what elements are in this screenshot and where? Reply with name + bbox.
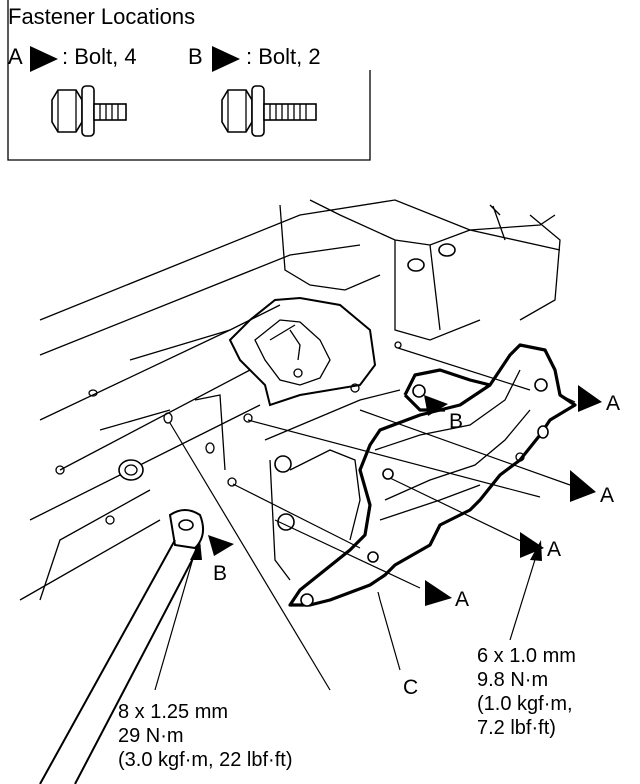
spec-right-line2: 9.8 N·m	[477, 669, 548, 691]
callout-c-leader	[377, 591, 401, 671]
callout-a3: A	[547, 538, 561, 561]
callout-a1-arrow-icon	[578, 385, 602, 412]
callout-a1: A	[606, 392, 620, 415]
spec-left-line2: 29 N·m	[118, 725, 184, 747]
callout-b2: B	[213, 562, 227, 585]
spec-left-line1: 8 x 1.25 mm	[118, 701, 228, 723]
torque-left-arrow-icon	[190, 540, 202, 560]
spec-right-line3: (1.0 kgf·m,	[477, 693, 573, 715]
callout-a4: A	[455, 588, 469, 611]
frame-structure	[19, 199, 561, 601]
legend-title: Fastener Locations	[8, 4, 195, 29]
torque-spec-right: 6 x 1.0 mm 9.8 N·m (1.0 kgf·m, 7.2 lbf·f…	[477, 645, 576, 739]
arrow-a-icon	[30, 46, 58, 72]
arrow-b-icon	[212, 46, 240, 72]
legend-text-a: : Bolt, 4	[62, 44, 137, 69]
legend-letter-b: B	[188, 44, 203, 69]
callout-a2-arrow-icon	[570, 470, 596, 502]
legend-frame	[7, 0, 371, 161]
legend-text-b: : Bolt, 2	[246, 44, 321, 69]
callout-a3-arrow-icon	[520, 532, 544, 558]
bolt-b-icon	[221, 85, 317, 137]
torque-right-arrow-icon	[530, 540, 542, 561]
spec-left-line3: (3.0 kgf·m, 22 lbf·ft)	[118, 749, 293, 771]
callout-a2: A	[600, 484, 614, 507]
torque-spec-left: 8 x 1.25 mm 29 N·m (3.0 kgf·m, 22 lbf·ft…	[118, 701, 293, 771]
callout-a4-arrow-icon	[425, 580, 452, 606]
fastener-legend: Fastener Locations A : Bolt, 4 B : Bolt,…	[7, 0, 371, 161]
spec-right-line4: 7.2 lbf·ft)	[477, 717, 556, 739]
spec-right-line1: 6 x 1.0 mm	[477, 645, 576, 667]
legend-letter-a: A	[8, 44, 23, 69]
torque-arrows	[154, 540, 542, 691]
lower-arm	[39, 509, 205, 784]
callout-c: C	[403, 676, 418, 699]
leader-lines	[169, 347, 576, 691]
callouts: A A A A B B C	[208, 385, 620, 699]
bolt-a-icon	[51, 85, 127, 137]
callout-b2-arrow-icon	[208, 535, 234, 556]
callout-b1: B	[449, 410, 463, 433]
callout-b1-arrow-icon	[424, 395, 448, 416]
